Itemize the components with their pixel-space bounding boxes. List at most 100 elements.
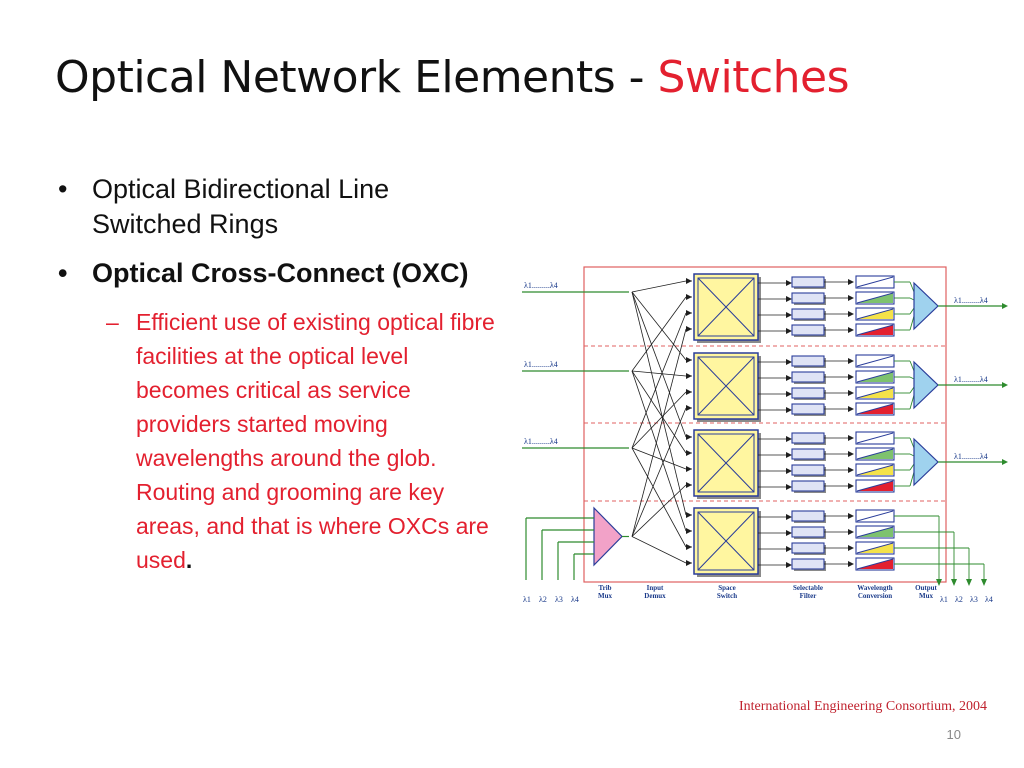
conv-out-fiber: [909, 307, 915, 315]
selectable-filter: [791, 387, 825, 399]
wavelength-converter-diagonal: [856, 448, 894, 460]
space-switch-diagonal: [697, 511, 755, 571]
wavelength-converter-diagonal: [856, 510, 894, 522]
arrow-head: [786, 328, 792, 334]
selectable-filter: [791, 558, 825, 570]
selectable-filter: [791, 526, 825, 538]
trib-out-arrow: [936, 579, 942, 586]
arrow-head: [848, 529, 854, 535]
wavelength-converter-diagonal: [856, 558, 894, 570]
trib-out-arrow: [951, 579, 957, 586]
stage-label: Output: [915, 584, 937, 592]
bullet-dot: •: [58, 174, 68, 204]
demux-cross-fiber: [631, 328, 687, 537]
arrow-head: [786, 546, 792, 552]
source-credit: International Engineering Consortium, 20…: [738, 699, 987, 714]
page-number: 10: [946, 727, 961, 742]
bullet-text-oxc: Optical Cross-Connect (OXC): [92, 258, 469, 288]
space-switch-inner: [697, 356, 755, 416]
space-switch-inner: [697, 277, 755, 337]
trib-input-label: λ2: [539, 595, 547, 604]
stage-label: Space: [718, 584, 736, 592]
arrow-head: [786, 296, 792, 302]
wavelength-converter-diagonal: [856, 324, 894, 336]
demux-cross-fiber: [631, 312, 687, 449]
frame: [583, 266, 947, 583]
selectable-filter: [791, 510, 825, 522]
arrow-head: [786, 530, 792, 536]
arrow-head: [848, 279, 854, 285]
trib-output-label: λ4: [985, 595, 993, 604]
demux-cross-fiber: [631, 391, 687, 449]
stage-label: Trib: [598, 584, 611, 592]
trib-output-label: λ1: [940, 595, 948, 604]
wavelength-converter-diagonal: [856, 371, 894, 383]
arrow-head: [848, 327, 854, 333]
demux-cross-fiber: [631, 291, 687, 361]
trib-out-arrow: [966, 579, 972, 586]
selectable-filter: [791, 355, 825, 367]
oxc-diagram: λ1.........λ4 λ1.........λ4 λ1.........λ4 λ…: [522, 266, 1008, 604]
wavelength-converter-diagonal: [856, 432, 894, 444]
space-switch-diagonal: [697, 277, 755, 337]
arrow-head: [1002, 382, 1008, 388]
selectable-filter: [791, 432, 825, 444]
trib-input-label: λ1: [523, 595, 531, 604]
output-mux-triangle: [913, 281, 939, 331]
trib-input-label: λ4: [571, 595, 579, 604]
arrow-head: [848, 483, 854, 489]
slide-title: Optical Network Elements - Switches: [55, 52, 850, 103]
stage-label: Input: [647, 584, 664, 592]
trib-output-label: λ3: [970, 595, 978, 604]
demux-cross-fiber: [631, 407, 687, 537]
stage-label: Mux: [919, 592, 934, 600]
demux-cross-fiber: [631, 291, 687, 516]
conv-out-fiber: [909, 453, 915, 457]
arrow-head: [786, 391, 792, 397]
arrow-head: [1002, 459, 1008, 465]
sub-bullet-text: Efficient use of existing optical fibre …: [136, 309, 495, 573]
arrow-head: [848, 513, 854, 519]
input-label: λ1.........λ4: [524, 437, 558, 446]
wavelength-converter-diagonal: [856, 276, 894, 288]
selectable-filter: [791, 276, 825, 288]
sub-bullet-dash: –: [106, 309, 119, 335]
demux-cross-fiber: [631, 536, 687, 564]
conv-out-fiber: [909, 394, 915, 410]
input-label: λ1.........λ4: [524, 281, 558, 290]
conv-out-fiber: [909, 315, 915, 331]
arrow-head: [848, 406, 854, 412]
output-label: λ1.........λ4: [954, 452, 988, 461]
arrow-head: [786, 514, 792, 520]
stage-label: Selectable: [793, 584, 823, 592]
conv-out-fiber: [909, 297, 915, 301]
sub-bullet-period: .: [185, 547, 193, 573]
arrow-head: [786, 468, 792, 474]
arrow-head: [848, 467, 854, 473]
demux-cross-fiber: [631, 447, 687, 470]
demux-cross-fiber: [631, 280, 687, 293]
selectable-filter: [791, 371, 825, 383]
selectable-filter: [791, 324, 825, 336]
conv-out-fiber: [909, 471, 915, 487]
wavelength-converter-diagonal: [856, 355, 894, 367]
wavelength-converter-diagonal: [856, 403, 894, 415]
output-label: λ1.........λ4: [954, 296, 988, 305]
conv-out-fiber: [909, 463, 915, 471]
output-label: λ1.........λ4: [954, 375, 988, 384]
title-main: Optical Network Elements -: [55, 52, 658, 103]
conv-out-fiber: [909, 376, 915, 380]
output-mux-triangle: [913, 437, 939, 487]
conv-out-fiber: [909, 386, 915, 394]
input-label: λ1.........λ4: [524, 360, 558, 369]
arrow-head: [786, 359, 792, 365]
demux-cross-fiber: [631, 291, 687, 438]
stage-label: Filter: [800, 592, 817, 600]
stage-label: Demux: [644, 592, 666, 600]
conv-out-fiber: [909, 281, 915, 293]
selectable-filter: [791, 403, 825, 415]
arrow-head: [786, 452, 792, 458]
selectable-filter: [791, 464, 825, 476]
wavelength-converter-diagonal: [856, 464, 894, 476]
wavelength-converter-diagonal: [856, 542, 894, 554]
